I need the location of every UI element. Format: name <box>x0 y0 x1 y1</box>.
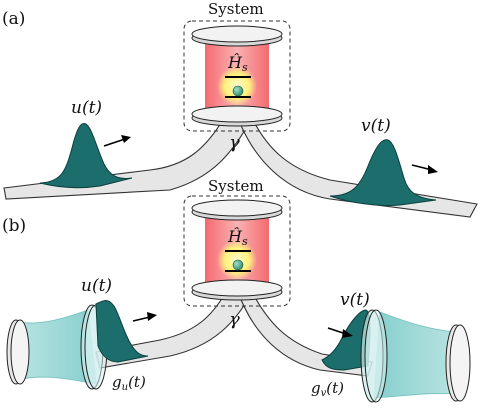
panel-b: (b) u(t) gu(t) v(t) gv(t) System <box>2 177 471 403</box>
arrow-u-b <box>132 316 151 322</box>
system-box-b <box>183 195 291 307</box>
atom-b <box>232 259 244 271</box>
hamiltonian-a: Ĥs <box>227 52 248 74</box>
pulse-v-label-a: v(t) <box>361 116 391 136</box>
arrow-v-head-a <box>428 165 438 174</box>
panel-label-a: (a) <box>2 9 25 29</box>
pulse-u-a <box>39 122 133 189</box>
pulse-v-b <box>321 309 371 371</box>
cavity-coupling-v-label: gv(t) <box>311 379 344 399</box>
pulse-u-b <box>95 300 149 363</box>
system-box-a <box>183 20 291 132</box>
pulse-v-label-b: v(t) <box>340 290 370 310</box>
arrow-u-head-b <box>147 312 157 321</box>
system-label-a: System <box>208 0 264 18</box>
panel-a: (a) u(t) v(t) System Ĥs γ <box>2 0 478 218</box>
arrow-v-head-b <box>342 329 353 338</box>
pulse-v-a <box>329 139 437 206</box>
coupling-gamma-b: γ <box>229 309 240 330</box>
panel-label-b: (b) <box>2 216 26 236</box>
pulse-u-label-b: u(t) <box>81 276 112 296</box>
hamiltonian-b: Ĥs <box>227 226 248 248</box>
system-label-b: System <box>208 177 264 195</box>
coupling-gamma-a: γ <box>229 132 240 153</box>
atom-a <box>232 85 244 97</box>
cavity-coupling-u-label: gu(t) <box>112 373 146 393</box>
pulse-u-label-a: u(t) <box>71 98 102 118</box>
arrow-u-head-a <box>121 135 131 143</box>
arrow-u-a <box>103 138 126 147</box>
